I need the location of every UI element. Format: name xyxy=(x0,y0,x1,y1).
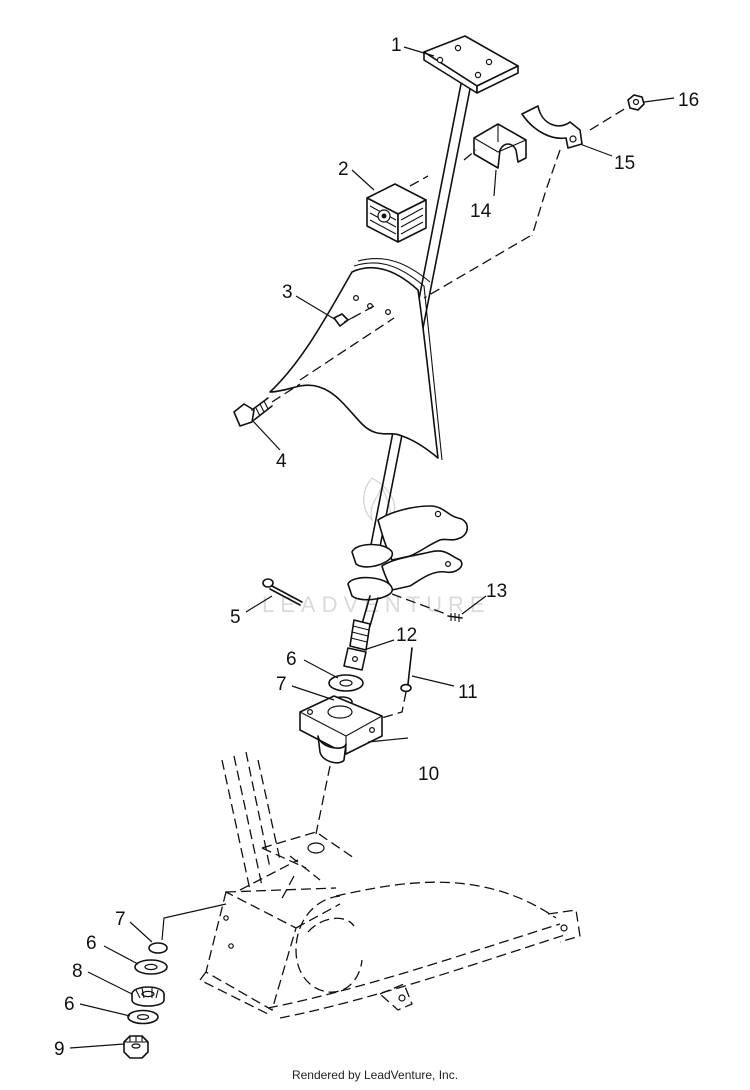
part-7-ring-lower xyxy=(148,942,168,954)
chassis-frame xyxy=(199,751,581,1019)
part-15-u-bracket xyxy=(521,105,583,237)
leader-lines xyxy=(69,46,675,1049)
callout-15: 15 xyxy=(614,153,635,174)
callout-8: 8 xyxy=(72,961,83,982)
callout-11: 11 xyxy=(458,682,478,703)
assembly-line-15 xyxy=(423,235,531,299)
part-4-hex-bolt xyxy=(233,383,301,427)
part-11-pin xyxy=(367,647,413,723)
part-2-bushing xyxy=(366,175,429,243)
callout-labels: 1 2 3 4 5 6 6 6 7 7 8 9 10 11 12 13 14 1… xyxy=(54,35,699,1060)
callout-4: 4 xyxy=(276,451,287,472)
mount-bracket xyxy=(377,505,469,591)
part-6-washer-mid xyxy=(134,959,168,975)
shaft-flanges xyxy=(347,543,393,627)
callout-9: 9 xyxy=(54,1039,65,1060)
footer-credit: Rendered by LeadVenture, Inc. xyxy=(291,1068,459,1082)
callout-2: 2 xyxy=(338,159,349,180)
part-3-bolt xyxy=(333,305,375,327)
part-6-washer-upper xyxy=(328,674,364,692)
part-13-screw xyxy=(391,593,463,622)
callout-6-lower: 6 xyxy=(64,994,75,1015)
callout-10: 10 xyxy=(418,764,439,785)
part-12-u-joint xyxy=(343,619,371,671)
callout-16: 16 xyxy=(678,90,699,111)
cowl-panel xyxy=(269,258,443,461)
callout-6-middle: 6 xyxy=(86,933,97,954)
callout-3: 3 xyxy=(282,282,293,303)
part-1-mount-plate xyxy=(423,35,519,94)
part-9-castle-nut xyxy=(123,1035,149,1059)
callout-6-upper: 6 xyxy=(286,649,297,670)
callout-14: 14 xyxy=(470,201,492,222)
part-14-clamp xyxy=(463,123,527,169)
callout-12: 12 xyxy=(396,625,417,646)
leader-7-lower-frame xyxy=(161,903,227,941)
part-6-washer-lower xyxy=(127,1009,159,1025)
callout-7-upper: 7 xyxy=(276,674,287,695)
part-16-nut xyxy=(589,94,645,131)
callout-5: 5 xyxy=(230,607,241,628)
part-10-bearing-housing xyxy=(299,695,383,835)
callout-1: 1 xyxy=(391,35,402,56)
callout-13: 13 xyxy=(486,581,507,602)
assembly-line-4 xyxy=(299,317,395,381)
callout-7-lower: 7 xyxy=(115,909,126,930)
part-8-bearing xyxy=(131,986,165,1007)
part-5-cotter-pin xyxy=(262,578,303,606)
